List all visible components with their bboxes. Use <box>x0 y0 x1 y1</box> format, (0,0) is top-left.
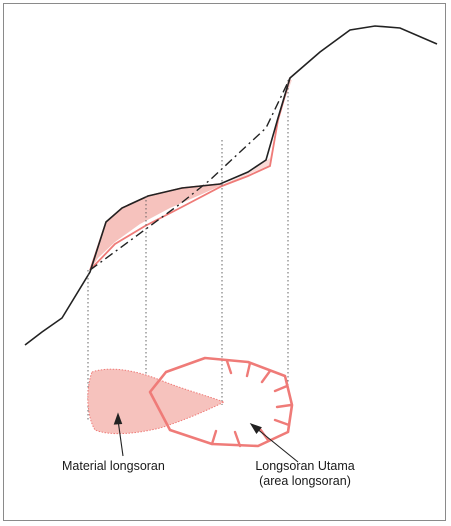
longsoran-utama-label-line2: (area longsoran) <box>240 474 370 489</box>
projection-guides <box>88 80 288 420</box>
longsoran-utama-label-line1: Longsoran Utama <box>240 459 370 474</box>
material-longsoran-label: Material longsoran <box>62 459 165 474</box>
terrain-profile-line <box>25 26 437 345</box>
longsoran-utama-label: Longsoran Utama (area longsoran) <box>240 459 370 489</box>
depletion-zone-section <box>222 80 292 185</box>
slip-surface-line <box>90 78 290 270</box>
